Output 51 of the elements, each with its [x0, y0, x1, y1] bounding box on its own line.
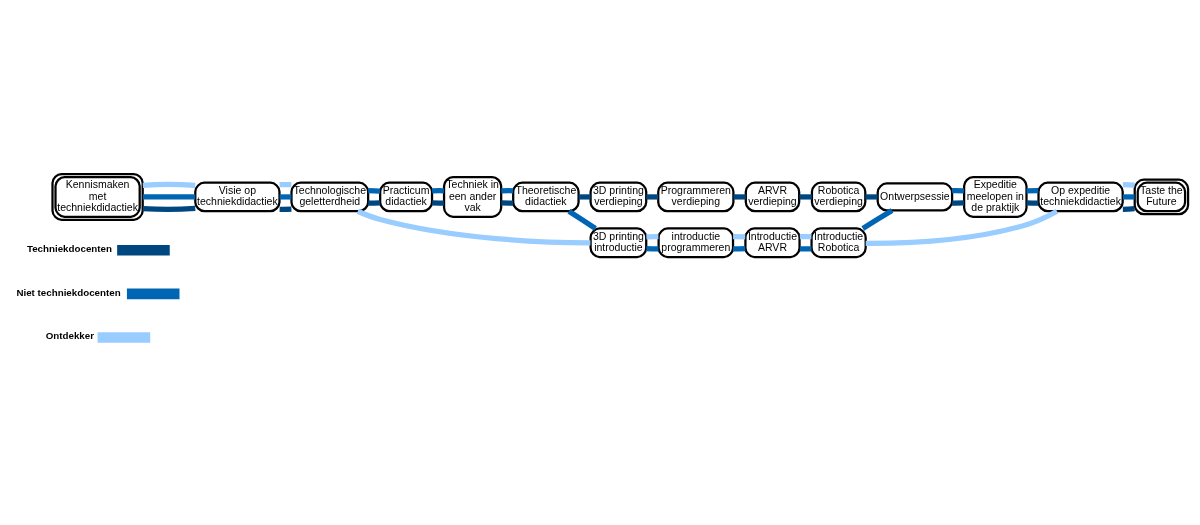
node-box: Robotica verdieping	[810, 181, 867, 213]
connector	[368, 200, 381, 206]
node-box: Technologische geletterdheid	[290, 181, 370, 213]
connector	[142, 205, 196, 212]
legend-label: Techniekdocenten	[26, 243, 112, 255]
node-box: Visie op techniekdidactiek	[194, 181, 281, 213]
connector	[733, 233, 746, 240]
legend-label: Ontdekker	[45, 330, 95, 342]
connector	[646, 246, 659, 252]
connector	[501, 200, 514, 206]
node-box: Op expeditie techniekdidactiek	[1037, 181, 1124, 213]
connector	[952, 188, 964, 194]
connector	[952, 200, 964, 206]
connector	[733, 246, 746, 252]
connector	[432, 200, 444, 206]
node-box: Expeditie meelopen in de praktijk	[963, 175, 1028, 218]
connector	[1026, 200, 1039, 206]
connector	[1122, 206, 1135, 212]
legend-label: Niet techniekdocenten	[16, 286, 121, 298]
connector	[646, 194, 659, 200]
node-box: introductie programmeren	[657, 227, 735, 259]
connector	[799, 233, 812, 240]
connector	[279, 194, 292, 200]
node-box: Techniek in een ander vak	[442, 175, 503, 218]
connector	[368, 188, 381, 194]
connector	[578, 194, 591, 200]
node-box: Programmeren verdieping	[657, 181, 735, 213]
connector	[1026, 188, 1039, 194]
connector	[356, 208, 591, 246]
node-box: 3D printing introductie	[589, 227, 648, 259]
connector	[865, 194, 878, 200]
connector	[646, 233, 659, 240]
node-box: ARVR verdieping	[744, 181, 801, 213]
node-box: Theoretische didactiek	[512, 181, 580, 213]
connector	[861, 208, 894, 231]
connector	[567, 209, 597, 231]
connector	[142, 194, 196, 200]
connector	[432, 188, 444, 194]
connector	[501, 188, 514, 194]
connector	[865, 208, 1059, 246]
connector	[1122, 181, 1135, 188]
connector	[799, 246, 812, 252]
node-box: Practicum didactiek	[379, 181, 434, 213]
connector	[142, 181, 196, 189]
connector	[1122, 194, 1135, 200]
connector	[733, 194, 746, 200]
node-box: Ontwerpsessie	[876, 182, 954, 212]
connector	[799, 194, 812, 200]
node-box: Introductie Robotica	[810, 227, 867, 259]
node-box: 3D printing verdieping	[589, 181, 648, 213]
node-box: Introductie ARVR	[744, 227, 801, 259]
